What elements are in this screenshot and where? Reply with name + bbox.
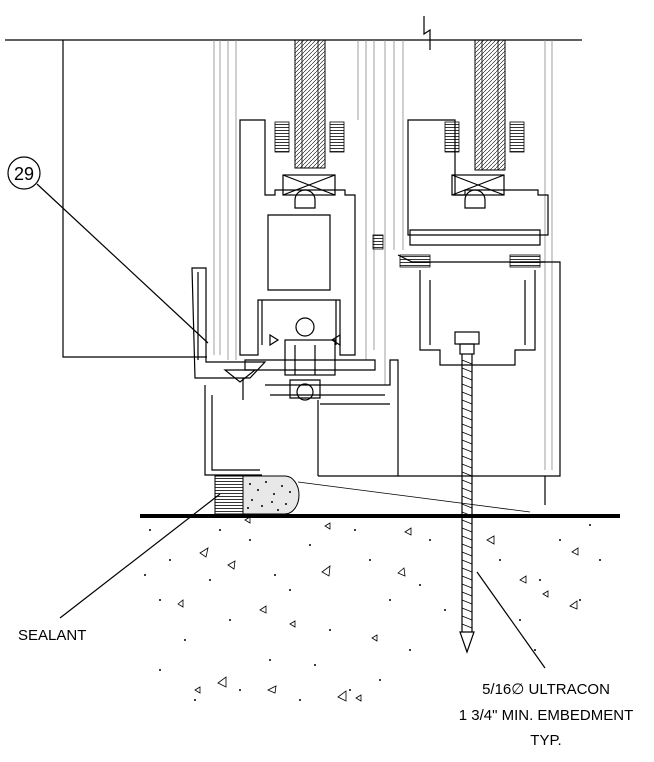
- sill-trim: [191, 267, 267, 400]
- anchor-label-line2: 1 3/4" MIN. EMBEDMENT: [459, 707, 634, 724]
- sealant-label: SEALANT: [18, 627, 86, 644]
- anchor-label-line3: TYP.: [530, 732, 561, 749]
- sealant-bead: [214, 475, 531, 515]
- left-panel-frame: [213, 40, 386, 385]
- detail-callout: 29: [7, 156, 209, 344]
- left-glass-unit: [274, 39, 345, 209]
- anchor-label-line1: 5/16∅ ULTRACON: [482, 681, 610, 698]
- sill-base-frame: [204, 359, 399, 477]
- concrete-slab: [140, 514, 620, 702]
- callout-number: 29: [14, 164, 34, 184]
- right-glass-unit: [444, 39, 525, 209]
- interior-wall: [62, 40, 207, 358]
- anchor-screw: [454, 331, 480, 654]
- sill-adaptor: [269, 317, 341, 401]
- right-panel-frame: [372, 40, 561, 505]
- sealant-callout: SEALANT: [18, 493, 221, 644]
- anchor-callout: 5/16∅ ULTRACON 1 3/4" MIN. EMBEDMENT TYP…: [459, 571, 634, 749]
